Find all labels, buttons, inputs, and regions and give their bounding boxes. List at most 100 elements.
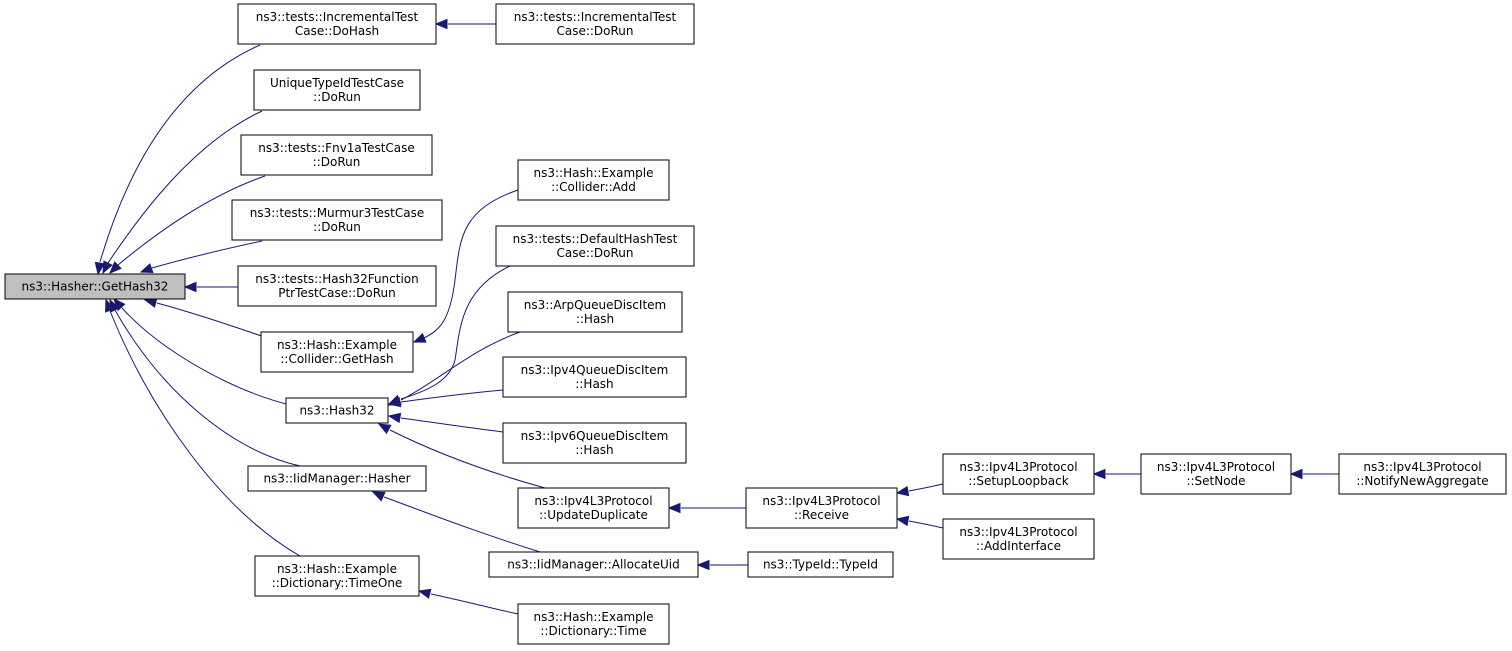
node-dict_time[interactable]: ns3::Hash::Example::Dictionary::Time — [517, 603, 670, 645]
node-label: ns3::Hash::Example — [277, 338, 397, 352]
node-box[interactable] — [260, 331, 414, 373]
arrowhead — [1092, 468, 1106, 480]
node-dict_timeone[interactable]: ns3::Hash::Example::Dictionary::TimeOne — [254, 555, 420, 597]
node-label: ns3::Hash32 — [299, 404, 374, 418]
node-box[interactable] — [237, 265, 437, 307]
edge-line — [383, 496, 541, 553]
node-collider_gethash[interactable]: ns3::Hash::Example::Collider::GetHash — [260, 331, 414, 373]
node-setup_loopback[interactable]: ns3::Ipv4L3Protocol::SetupLoopback — [942, 453, 1095, 495]
node-label: ::Collider::GetHash — [280, 352, 393, 366]
arrowhead — [434, 18, 448, 30]
node-ipv6q_hash[interactable]: ns3::Ipv6QueueDiscItem::Hash — [502, 422, 687, 464]
node-setnode[interactable]: ns3::Ipv4L3Protocol::SetNode — [1140, 453, 1292, 495]
call-edge-setup_loopback-to-receive — [895, 483, 944, 497]
node-box[interactable] — [4, 273, 186, 300]
node-collider_add[interactable]: ns3::Hash::Example::Collider::Add — [517, 159, 670, 201]
node-label: Case::DoRun — [556, 24, 633, 38]
node-fnv_dorun[interactable]: ns3::tests::Fnv1aTestCase::DoRun — [240, 134, 433, 176]
node-box[interactable] — [285, 397, 389, 424]
node-box[interactable] — [495, 3, 695, 45]
node-box[interactable] — [495, 225, 695, 267]
edge-line — [156, 302, 271, 340]
edge-line — [908, 483, 944, 492]
node-box[interactable] — [231, 199, 443, 241]
node-unique_dorun[interactable]: UniqueTypeIdTestCase::DoRun — [253, 69, 421, 111]
edge-line — [908, 520, 944, 529]
node-hash32[interactable]: ns3::Hash32 — [285, 397, 389, 424]
node-murmur_dorun[interactable]: ns3::tests::Murmur3TestCase::DoRun — [231, 199, 443, 241]
node-box[interactable] — [247, 465, 427, 492]
node-box[interactable] — [517, 159, 670, 201]
call-edge-receive-to-update_dup — [667, 502, 746, 514]
node-update_dup[interactable]: ns3::Ipv4L3Protocol::UpdateDuplicate — [517, 487, 670, 529]
node-label: ns3::Ipv4L3Protocol — [1363, 460, 1481, 474]
arrowhead — [102, 260, 113, 275]
arrowhead — [895, 515, 910, 527]
node-label: ::SetNode — [1186, 474, 1245, 488]
node-iid_hasher[interactable]: ns3::IidManager::Hasher — [247, 465, 427, 492]
node-box[interactable] — [517, 603, 670, 645]
edge-line — [114, 309, 301, 467]
call-edge-dict_time-to-dict_timeone — [417, 588, 519, 615]
node-box[interactable] — [502, 356, 687, 398]
call-edge-unique_dorun-to-gethash32 — [102, 110, 263, 275]
node-ipv4q_hash[interactable]: ns3::Ipv4QueueDiscItem::Hash — [502, 356, 687, 398]
node-box[interactable] — [253, 69, 421, 111]
edge-line — [423, 189, 519, 339]
node-gethash32[interactable]: ns3::Hasher::GetHash32 — [4, 273, 186, 300]
arrowhead — [377, 423, 392, 435]
node-allocate_uid[interactable]: ns3::IidManager::AllocateUid — [488, 551, 699, 578]
node-arp_hash[interactable]: ns3::ArpQueueDiscItem::Hash — [507, 291, 683, 333]
node-label: ::Collider::Add — [551, 180, 636, 194]
node-add_iface[interactable]: ns3::Ipv4L3Protocol::AddInterface — [942, 518, 1095, 560]
node-receive[interactable]: ns3::Ipv4L3Protocol::Receive — [745, 487, 898, 529]
call-edge-update_dup-to-hash32 — [377, 423, 546, 489]
edge-line — [121, 307, 291, 406]
node-box[interactable] — [747, 551, 894, 578]
node-hash32fn_dorun[interactable]: ns3::tests::Hash32FunctionPtrTestCase::D… — [237, 265, 437, 307]
node-box[interactable] — [502, 422, 687, 464]
node-typeid[interactable]: ns3::TypeId::TypeId — [747, 551, 894, 578]
node-label: ::DoRun — [313, 220, 361, 234]
call-edge-inc_dohash-to-gethash32 — [94, 44, 261, 276]
node-box[interactable] — [1140, 453, 1292, 495]
node-box[interactable] — [942, 453, 1095, 495]
arrowhead — [1289, 468, 1303, 480]
arrowhead — [94, 261, 106, 276]
node-box[interactable] — [942, 518, 1095, 560]
node-label: ns3::tests::Murmur3TestCase — [250, 206, 425, 220]
call-edge-ipv4q_hash-to-hash32 — [387, 389, 504, 408]
node-box[interactable] — [745, 487, 898, 529]
node-label: ::UpdateDuplicate — [539, 508, 648, 522]
call-edge-hash32fn_dorun-to-gethash32 — [183, 281, 238, 293]
node-box[interactable] — [254, 555, 420, 597]
call-edge-typeid-to-allocate_uid — [696, 559, 748, 571]
edge-line — [99, 44, 261, 263]
node-label: ns3::tests::DefaultHashTest — [513, 232, 678, 246]
node-label: ns3::TypeId::TypeId — [763, 558, 878, 572]
node-label: ns3::Hash::Example — [534, 166, 654, 180]
node-label: ::Hash — [575, 377, 613, 391]
edge-line — [400, 417, 504, 433]
node-box[interactable] — [517, 487, 670, 529]
edge-line — [400, 389, 504, 403]
node-label: ns3::Ipv4L3Protocol — [1157, 460, 1275, 474]
node-box[interactable] — [237, 3, 437, 45]
node-box[interactable] — [1338, 453, 1507, 495]
node-label: ::AddInterface — [976, 539, 1061, 553]
node-box[interactable] — [240, 134, 433, 176]
edge-line — [430, 593, 519, 615]
node-label: ns3::tests::Fnv1aTestCase — [258, 141, 415, 155]
node-label: UniqueTypeIdTestCase — [270, 76, 404, 90]
node-box[interactable] — [488, 551, 699, 578]
node-notify[interactable]: ns3::Ipv4L3Protocol::NotifyNewAggregate — [1338, 453, 1507, 495]
arrowhead — [895, 485, 910, 497]
node-label: ns3::Ipv4L3Protocol — [534, 494, 652, 508]
node-label: ns3::Hash::Example — [534, 610, 654, 624]
arrowhead — [371, 491, 386, 502]
arrowhead — [696, 559, 710, 571]
node-box[interactable] — [507, 291, 683, 333]
